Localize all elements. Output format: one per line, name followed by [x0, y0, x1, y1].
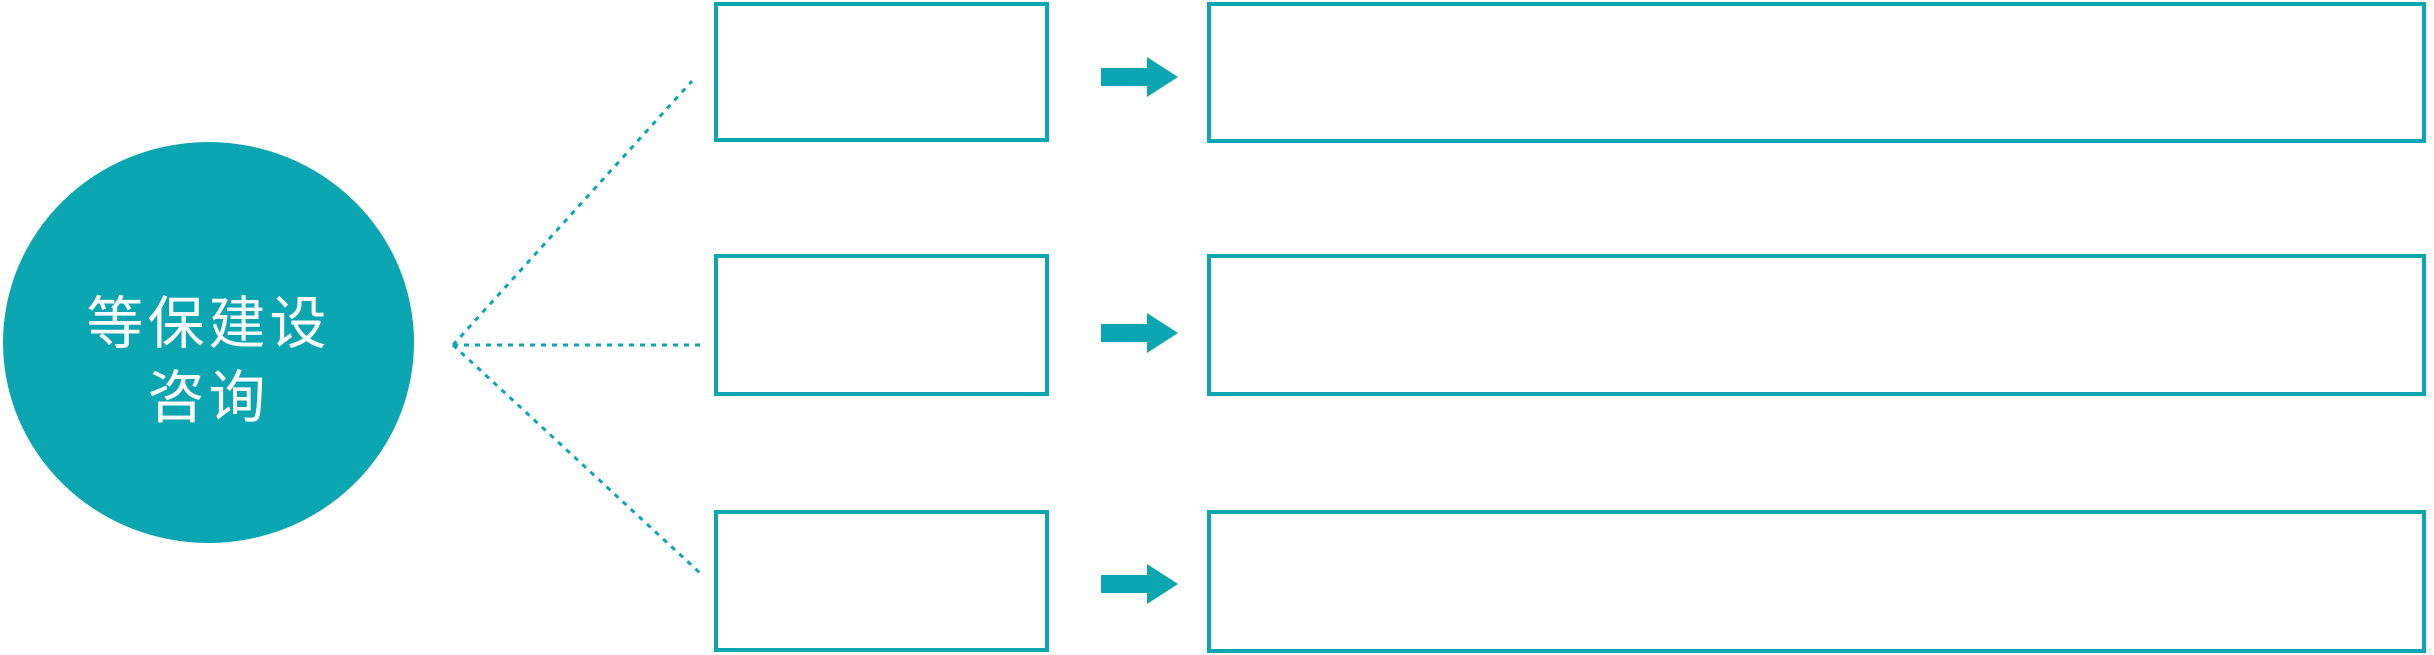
arrow-right-icon-1 — [1101, 57, 1178, 97]
branch-box-1 — [714, 2, 1049, 142]
hub-label: 等保建设 咨询 — [87, 287, 331, 435]
hub-label-line2: 咨询 — [147, 365, 270, 430]
dotted-connector-bottom-icon — [451, 343, 702, 575]
dotted-connector-top-icon — [451, 79, 694, 347]
hub-label-line1: 等保建设 — [86, 291, 331, 356]
detail-box-3 — [1207, 510, 2426, 653]
arrow-right-icon-3 — [1101, 564, 1178, 604]
arrow-right-icon-2 — [1101, 313, 1178, 353]
detail-box-2 — [1207, 254, 2426, 396]
detail-box-1 — [1207, 2, 2426, 143]
branch-box-3 — [714, 510, 1049, 652]
hub-circle: 等保建设 咨询 — [3, 142, 414, 543]
branch-box-2 — [714, 254, 1049, 396]
